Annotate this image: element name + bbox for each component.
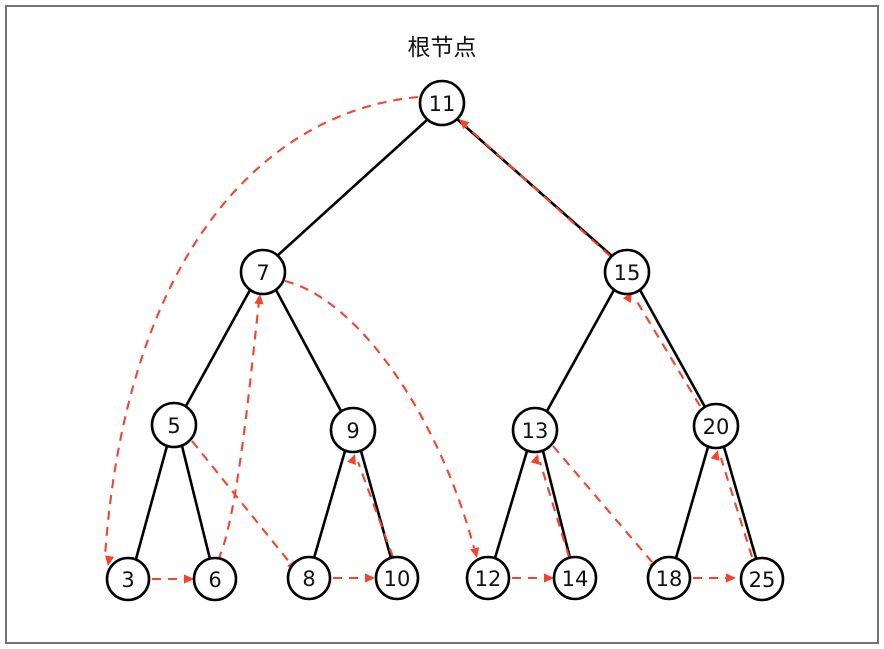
node-circle-6[interactable] [192,556,238,602]
thread-arrowhead-t-9-12 [470,547,480,558]
node-label-6: 6 [208,568,221,592]
tree-node-3[interactable]: 3 [105,556,151,602]
tree-edge-n13-n12 [493,449,529,560]
thread-link-t-5-8 [191,440,291,564]
node-circle-13[interactable] [511,406,559,454]
node-circle-9[interactable] [329,406,377,454]
thread-arrowhead-t-25-20 [710,450,720,461]
tree-node-20[interactable]: 20 [692,402,740,450]
node-label-12: 12 [475,567,502,591]
thread-arrowhead-t-11-3 [105,555,115,566]
node-circle-5[interactable] [150,401,198,449]
tree-edge-n5-n3 [134,444,169,561]
node-label-20: 20 [703,415,730,439]
thread-link-t-20-15 [635,299,701,407]
thread-link-t-11-3 [103,95,419,557]
thread-link-t-14-13 [538,461,571,558]
node-label-7: 7 [256,261,269,285]
tree-node-9[interactable]: 9 [329,406,377,454]
tree-edge-n7-n5 [184,288,252,408]
tree-edge-n9-n8 [312,449,347,560]
tree-node-11[interactable]: 11 [418,79,466,127]
node-label-10: 10 [384,567,411,591]
thread-link-t-15-11 [465,125,611,257]
node-label-13: 13 [522,419,549,443]
node-label-11: 11 [429,92,456,116]
thread-link-t-6-7 [217,301,261,561]
tree-node-18[interactable]: 18 [646,555,692,601]
node-label-3: 3 [121,568,134,592]
tree-node-25[interactable]: 25 [739,556,785,602]
tree-node-15[interactable]: 15 [603,248,651,296]
thread-arrowhead-t-10-9 [347,454,356,465]
tree-edge-n11-n7 [275,118,429,258]
thread-arrowhead-t-3-6 [184,574,194,584]
thread-arrowhead-t-6-7 [254,294,264,305]
node-circle-8[interactable] [286,555,332,601]
node-label-15: 15 [614,261,641,285]
tree-node-10[interactable]: 10 [374,555,420,601]
node-label-9: 9 [346,419,359,443]
node-circle-7[interactable] [239,248,287,296]
node-circle-20[interactable] [692,402,740,450]
thread-arrowhead-t-18-25 [726,573,736,583]
node-label-5: 5 [167,414,180,438]
thread-arrowhead-t-15-11 [459,119,470,130]
thread-link-t-10-9 [357,461,394,558]
node-circle-3[interactable] [105,556,151,602]
node-circle-11[interactable] [418,79,466,127]
node-circle-15[interactable] [603,248,651,296]
node-circle-10[interactable] [374,555,420,601]
root-node-caption: 根节点 [408,35,477,61]
thread-arrowhead-t-8-10 [365,573,375,583]
tree-edge-n7-n9 [274,288,343,413]
node-label-18: 18 [656,567,683,591]
thread-link-layer [103,95,754,584]
tree-node-14[interactable]: 14 [552,555,598,601]
thread-arrowhead-t-14-13 [530,454,540,465]
thread-link-t-9-12 [284,279,476,549]
tree-node-6[interactable]: 6 [192,556,238,602]
node-circle-25[interactable] [739,556,785,602]
node-label-14: 14 [562,567,589,591]
tree-node-13[interactable]: 13 [511,406,559,454]
thread-arrowhead-t-12-14 [544,573,554,583]
tree-node-5[interactable]: 5 [150,401,198,449]
diagram-frame [5,5,879,644]
node-circle-18[interactable] [646,555,692,601]
tree-edge-n25-n20 [722,445,758,560]
tree-node-8[interactable]: 8 [286,555,332,601]
node-circle-14[interactable] [552,555,598,601]
tree-edge-n15-n13 [545,288,616,413]
tree-node-7[interactable]: 7 [239,248,287,296]
node-label-8: 8 [302,567,315,591]
tree-edge-n15-n20 [638,288,707,409]
node-circle-12[interactable] [465,555,511,601]
tree-edge-n20-n18 [674,445,710,560]
thread-link-t-25-20 [719,457,754,558]
tree-edge-layer [134,118,758,561]
tree-node-layer: 11 7 15 5 9 13 20 3 6 8 10 12 14 18 25 [105,79,785,602]
tree-edge-n5-n6 [180,444,212,561]
node-label-25: 25 [749,568,776,592]
tree-edge-n13-n14 [541,449,572,560]
tree-node-12[interactable]: 12 [465,555,511,601]
